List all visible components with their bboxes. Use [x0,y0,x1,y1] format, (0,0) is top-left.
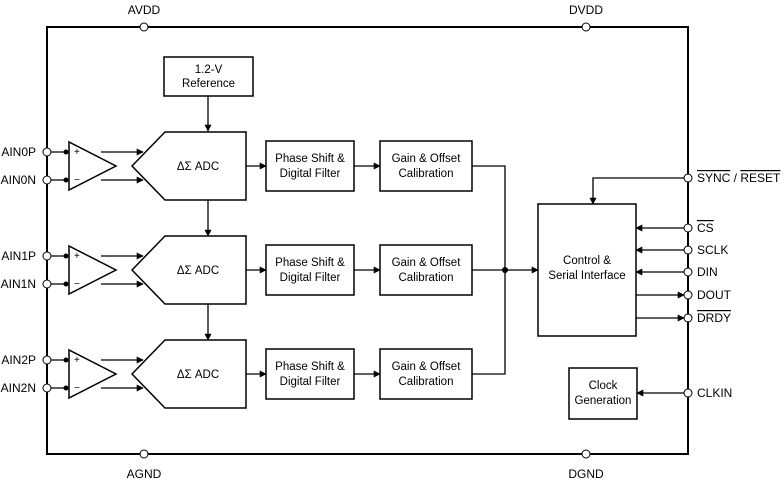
ain2p-pin [42,355,52,365]
calibration-2-line1: Gain & Offset [392,361,462,373]
sync-reset-label: SYNC / RESET [697,171,781,185]
dgnd-label: DGND [568,467,604,481]
ain1n-pin [42,279,52,289]
ain1p-label: AIN1P [1,249,36,263]
calibration-1 [379,244,473,296]
agnd-pin [139,449,149,459]
channel-1: AIN1P AIN1N + − ΔΣ ADC Phase Shift & Dig… [1,235,473,305]
sclk-pin [683,245,693,255]
calibration-1-line1: Gain & Offset [392,257,462,269]
ain2p-label: AIN2P [1,353,36,367]
ain0p-node [63,149,69,155]
calibration-0-line2: Calibration [399,168,454,180]
amp-1-minus: − [74,279,80,290]
ain2n-node [63,385,69,391]
drdy-label: DRDY [697,311,731,325]
clock-block [568,367,638,420]
cs-label: CS [697,221,714,235]
ain2p-node [63,357,69,363]
channel-0: AIN0P AIN0N + − ΔΣ ADC Phase Shift & Dig… [1,131,473,201]
adc-1-label: ΔΣ ADC [177,265,219,277]
dout-pin [683,290,693,300]
filter-0 [265,140,355,192]
channel-2: AIN2P AIN2N + − ΔΣ ADC Phase Shift & Dig… [1,339,473,409]
sync-label: SYNC [697,171,731,185]
avdd-label: AVDD [128,3,161,17]
adc-0-label: ΔΣ ADC [177,161,219,173]
control-line2: Serial Interface [548,270,625,282]
filter-1-line2: Digital Filter [280,272,341,284]
clock-line2: Generation [575,395,632,407]
dgnd-pin [581,449,591,459]
clkin-label: CLKIN [697,386,732,400]
ain0n-label: AIN0N [1,173,36,187]
filter-0-line2: Digital Filter [280,168,341,180]
filter-2-line1: Phase Shift & [275,361,345,373]
amp-2-plus: + [74,355,80,366]
ain2n-pin [42,383,52,393]
calibration-2-line2: Calibration [399,376,454,388]
avdd-pin [139,22,149,32]
amp-0 [68,140,118,192]
filter-1 [265,244,355,296]
control-line1: Control & [563,255,611,267]
sclk-label: SCLK [697,243,728,257]
amp-1-plus: + [74,251,80,262]
amp-0-plus: + [74,147,80,158]
filter-2 [265,348,355,400]
cs-pin [683,223,693,233]
dout-label: DOUT [697,288,732,302]
drdy-pin [683,313,693,323]
filter-1-line1: Phase Shift & [275,257,345,269]
reference-block [163,56,254,97]
filter-0-line1: Phase Shift & [275,153,345,165]
data-bus [472,165,539,375]
ain0p-label: AIN0P [1,145,36,159]
dvdd-pin [581,22,591,32]
amp-2 [68,348,118,400]
ain0p-pin [42,147,52,157]
ain1n-node [63,281,69,287]
control-block [537,203,637,337]
dvdd-label: DVDD [569,3,603,17]
ain1n-label: AIN1N [1,277,36,291]
sync-reset-line [589,177,684,205]
ain1p-pin [42,251,52,261]
sync-reset-pin [683,173,693,183]
adc-2-label: ΔΣ ADC [177,369,219,381]
reference-line1: 1.2-V [195,64,223,76]
calibration-1-line2: Calibration [399,272,454,284]
din-pin [683,267,693,277]
ain2n-label: AIN2N [1,381,36,395]
chip-outline [46,26,689,455]
agnd-label: AGND [127,467,162,481]
ain1p-node [63,253,69,259]
sync-reset-separator: / [730,171,740,185]
clkin-pin [683,388,693,398]
ain0n-pin [42,175,52,185]
reset-label: RESET [740,171,781,185]
calibration-0 [379,140,473,192]
clock-line1: Clock [589,380,618,392]
ain0n-node [63,177,69,183]
din-label: DIN [697,265,718,279]
reference-line2: Reference [182,78,235,90]
calibration-0-line1: Gain & Offset [392,153,462,165]
amp-1 [68,244,118,296]
amp-0-minus: − [74,175,80,186]
amp-2-minus: − [74,383,80,394]
calibration-2 [379,348,473,400]
filter-2-line2: Digital Filter [280,376,341,388]
